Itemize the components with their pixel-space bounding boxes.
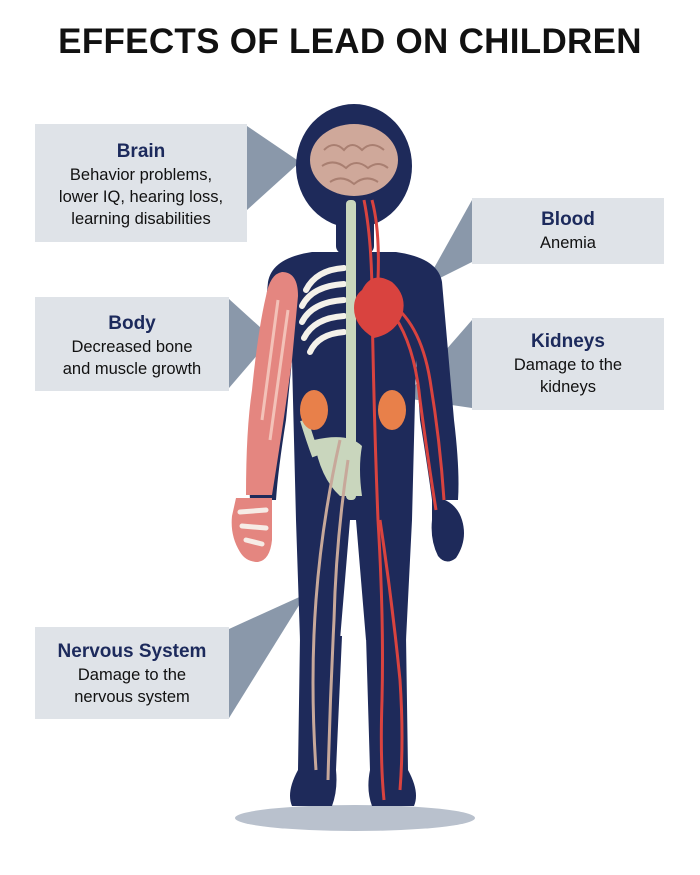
brain-callout: Brain Behavior problems, lower IQ, heari… [35,124,247,242]
blood-description: Anemia [540,234,596,252]
kidneys-description: Damage to the kidneys [513,356,623,396]
body-description: Decreased bone and muscle growth [62,338,202,378]
nerves [311,439,350,781]
body-heading: Body [108,313,156,334]
body-callout: Body Decreased bone and muscle growth [35,297,229,391]
kidneys-heading: Kidneys [531,331,605,352]
arm-muscle [246,272,298,495]
body-connector [229,299,272,388]
nervous-system-heading: Nervous System [57,641,207,662]
blood-vessels [362,199,446,801]
page-title: EFFECTS OF LEAD ON CHILDREN [58,22,642,61]
ribcage [299,265,347,355]
heart [354,277,404,338]
blood-callout: Blood Anemia [472,198,664,264]
ground-shadow [235,805,475,831]
nervous-connector [229,594,306,718]
kidneys-callout: Kidneys Damage to the kidneys [472,318,664,410]
brain-heading: Brain [116,141,166,162]
brain-connector [247,126,300,210]
kidney-right [378,390,406,430]
blood-heading: Blood [541,209,595,230]
nervous-system-description: Damage to the nervous system [74,666,190,706]
brain [310,124,398,196]
spine [346,200,356,500]
kidney-left [300,390,328,430]
nervous-system-callout: Nervous System Damage to the nervous sys… [35,627,229,719]
brain-description: Behavior problems, lower IQ, hearing los… [58,166,224,228]
blood-connector [424,200,472,286]
pelvis [314,437,362,496]
